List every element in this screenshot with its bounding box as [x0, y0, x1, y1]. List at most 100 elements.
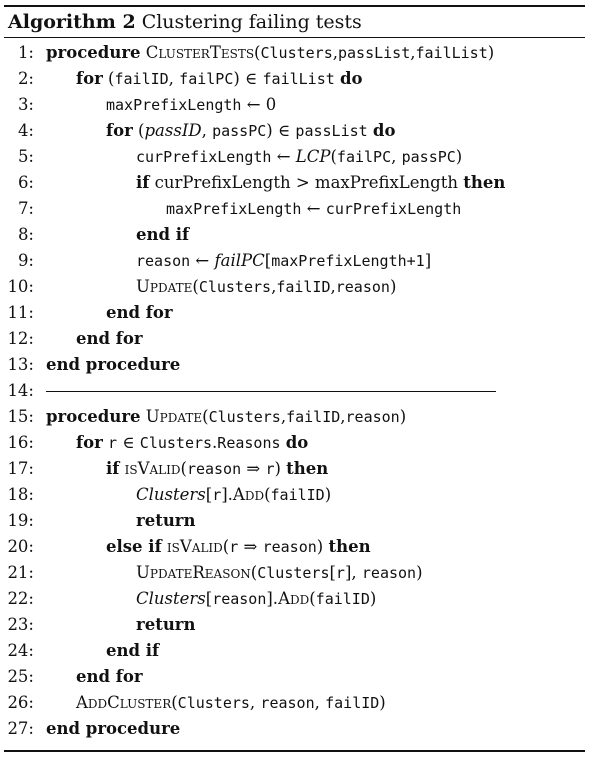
paren: ) — [389, 277, 397, 296]
comma: , — [280, 407, 287, 426]
paren: ( — [222, 537, 230, 556]
code-line-10: 10: Update(Clusters,failID,reason) — [4, 274, 585, 300]
variable: failID — [286, 408, 341, 426]
paren: ( — [180, 459, 187, 478]
comma: , — [330, 277, 336, 296]
comma: , — [271, 277, 277, 296]
line-number: 1: — [17, 43, 34, 62]
line-number: 14: — [7, 381, 34, 400]
paren: ( — [108, 69, 115, 88]
line-number: 22: — [7, 589, 34, 608]
caption-rule — [4, 37, 585, 38]
variable: reason — [345, 408, 400, 426]
keyword: then — [328, 537, 371, 556]
variable: maxPrefixLength — [166, 200, 302, 218]
keyword: end procedure — [46, 355, 181, 374]
paren: ( — [202, 407, 209, 426]
keyword: end if — [136, 225, 190, 244]
keyword: for — [76, 433, 103, 452]
variable: maxPrefixLength+1 — [271, 252, 425, 270]
variable: passList — [337, 44, 411, 62]
variable: reason — [186, 460, 242, 478]
keyword: for — [106, 121, 133, 140]
line-number: 19: — [7, 511, 34, 530]
separator-line — [46, 390, 496, 392]
assignment: ← 0 — [241, 95, 277, 114]
keyword: if — [136, 173, 150, 192]
function-name: isValid — [166, 537, 223, 556]
variable: r — [335, 564, 345, 582]
keyword: do — [285, 433, 309, 452]
comma: , — [314, 693, 326, 712]
variable: failID — [270, 486, 325, 504]
code-line-21: 21: UpdateReason(Clusters[r], reason) — [4, 560, 585, 586]
line-number: 24: — [7, 641, 34, 660]
comma: , — [391, 147, 402, 166]
paren: ) — [487, 43, 495, 62]
code-line-12: 12: end for — [4, 326, 585, 352]
keyword: end for — [76, 329, 143, 348]
code-line-16: 16: for r ∈ Clusters.Reasons do — [4, 430, 585, 456]
line-number: 10: — [7, 277, 34, 296]
code-line-19: 19: return — [4, 508, 585, 534]
comma: , — [410, 43, 416, 62]
bracket: ]. — [266, 589, 279, 608]
operator: ) ∈ — [233, 69, 263, 88]
paren: ) — [416, 563, 423, 582]
variable: reason — [212, 590, 267, 608]
keyword: do — [372, 121, 396, 140]
line-number: 17: — [7, 459, 34, 478]
code-line-11: 11: end for — [4, 300, 585, 326]
function-name: LCP — [295, 147, 331, 166]
paren: ) — [455, 147, 463, 166]
function-name: isValid — [124, 459, 181, 478]
paren: ( — [138, 121, 145, 140]
variable: curPrefixLength — [325, 200, 462, 218]
variable: passList — [295, 122, 368, 140]
keyword: return — [136, 615, 196, 634]
paren: ) — [399, 407, 407, 426]
keyword: end for — [106, 303, 173, 322]
code-line-13: 13: end procedure — [4, 352, 585, 378]
bracket: ] — [424, 251, 432, 270]
paren: ) — [379, 693, 386, 712]
variable: failID — [325, 694, 380, 712]
bracket: [ — [329, 563, 336, 582]
code-line-6: 6: if curPrefixLength > maxPrefixLength … — [4, 170, 585, 196]
variable: Clusters — [136, 485, 206, 504]
variable: Clusters — [260, 44, 333, 62]
variable: r — [265, 460, 275, 478]
variable: r — [212, 486, 222, 504]
variable: Reasons — [217, 434, 281, 452]
paren: ( — [250, 563, 258, 582]
variable: passPC — [401, 148, 456, 166]
variable: r — [229, 538, 239, 556]
function-name: Add — [232, 485, 265, 504]
variable: curPrefixLength — [136, 148, 272, 166]
paren: ( — [309, 589, 316, 608]
paren: ( — [254, 43, 261, 62]
keyword: else if — [106, 537, 162, 556]
line-number: 25: — [7, 667, 34, 686]
variable: Clusters — [257, 564, 330, 582]
line-number: 13: — [7, 355, 34, 374]
line-number: 9: — [17, 251, 34, 270]
code-line-22: 22: Clusters[reason].Add(failID) — [4, 586, 585, 612]
variable: passPC — [212, 122, 267, 140]
variable: Clusters — [208, 408, 281, 426]
code-line-15: 15: procedure Update(Clusters,failID,rea… — [4, 404, 585, 430]
operator: ∈ — [117, 433, 140, 452]
line-number: 27: — [7, 719, 34, 738]
line-number: 18: — [7, 485, 34, 504]
variable: Clusters — [136, 589, 206, 608]
variable: passID — [144, 121, 202, 140]
code-line-4: 4: for (passID, passPC) ∈ passList do — [4, 118, 585, 144]
line-number: 2: — [17, 69, 34, 88]
code-line-25: 25: end for — [4, 664, 585, 690]
operator: ⇒ — [241, 459, 266, 478]
line-number: 6: — [17, 173, 34, 192]
algorithm-title: Clustering failing tests — [141, 11, 362, 33]
variable: reason — [260, 694, 315, 712]
comma: , — [249, 693, 261, 712]
